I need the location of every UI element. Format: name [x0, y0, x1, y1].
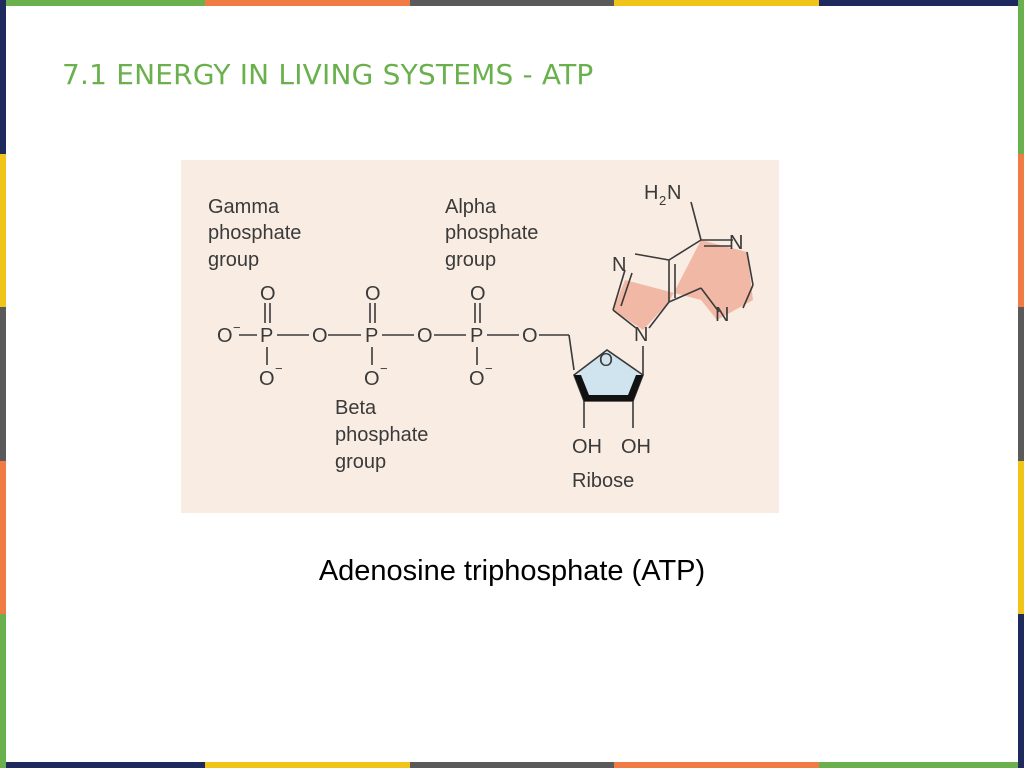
top-border: [0, 0, 1024, 6]
svg-text:O: O: [365, 283, 381, 305]
svg-text:group: group: [208, 249, 259, 271]
svg-text:phosphate: phosphate: [445, 222, 538, 244]
svg-text:P: P: [470, 325, 483, 347]
svg-text:O: O: [364, 368, 380, 390]
ribose-label: Ribose: [572, 470, 634, 492]
svg-text:−: −: [233, 320, 241, 335]
svg-text:−: −: [485, 361, 493, 376]
svg-text:H: H: [644, 182, 658, 204]
svg-text:P: P: [260, 325, 273, 347]
beta-phosphate-label: Beta phosphate group: [335, 397, 428, 473]
svg-text:−: −: [275, 361, 283, 376]
svg-text:N: N: [634, 324, 648, 346]
svg-text:O: O: [469, 368, 485, 390]
svg-text:O: O: [260, 283, 276, 305]
svg-text:O: O: [259, 368, 275, 390]
ribose-ring: O OH OH: [572, 346, 651, 458]
alpha-phosphate-label: Alpha phosphate group: [445, 196, 538, 271]
svg-text:O: O: [470, 283, 486, 305]
slide-title: 7.1 ENERGY IN LIVING SYSTEMS - ATP: [62, 58, 594, 91]
svg-text:phosphate: phosphate: [335, 424, 428, 446]
svg-text:Alpha: Alpha: [445, 196, 497, 218]
svg-text:O: O: [599, 350, 613, 370]
svg-text:N: N: [612, 254, 626, 276]
bottom-border: [0, 762, 1024, 768]
svg-text:group: group: [335, 451, 386, 473]
diagram-background: [181, 160, 779, 513]
atp-structure-diagram: Gamma phosphate group Alpha phosphate gr…: [181, 160, 779, 513]
svg-text:O: O: [522, 325, 538, 347]
svg-text:P: P: [365, 325, 378, 347]
svg-text:O: O: [312, 325, 328, 347]
svg-text:2: 2: [659, 193, 666, 208]
svg-text:OH: OH: [572, 436, 602, 458]
svg-text:N: N: [715, 304, 729, 326]
gamma-phosphate-label: Gamma phosphate group: [208, 196, 301, 271]
svg-text:group: group: [445, 249, 496, 271]
svg-text:O: O: [217, 325, 233, 347]
left-border: [0, 0, 6, 768]
svg-text:Beta: Beta: [335, 397, 377, 419]
svg-text:N: N: [667, 182, 681, 204]
svg-text:−: −: [380, 361, 388, 376]
svg-text:Gamma: Gamma: [208, 196, 280, 218]
right-border: [1018, 0, 1024, 768]
svg-text:O: O: [417, 325, 433, 347]
adenine-base: N N N N H 2 N: [612, 182, 754, 346]
svg-text:N: N: [729, 232, 743, 254]
phosphate-atoms: O− P O P O P O O O O O− O− O−: [217, 283, 538, 390]
diagram-caption: Adenosine triphosphate (ATP): [318, 555, 706, 587]
svg-text:phosphate: phosphate: [208, 222, 301, 244]
svg-text:OH: OH: [621, 436, 651, 458]
phosphate-chain: [239, 303, 575, 371]
